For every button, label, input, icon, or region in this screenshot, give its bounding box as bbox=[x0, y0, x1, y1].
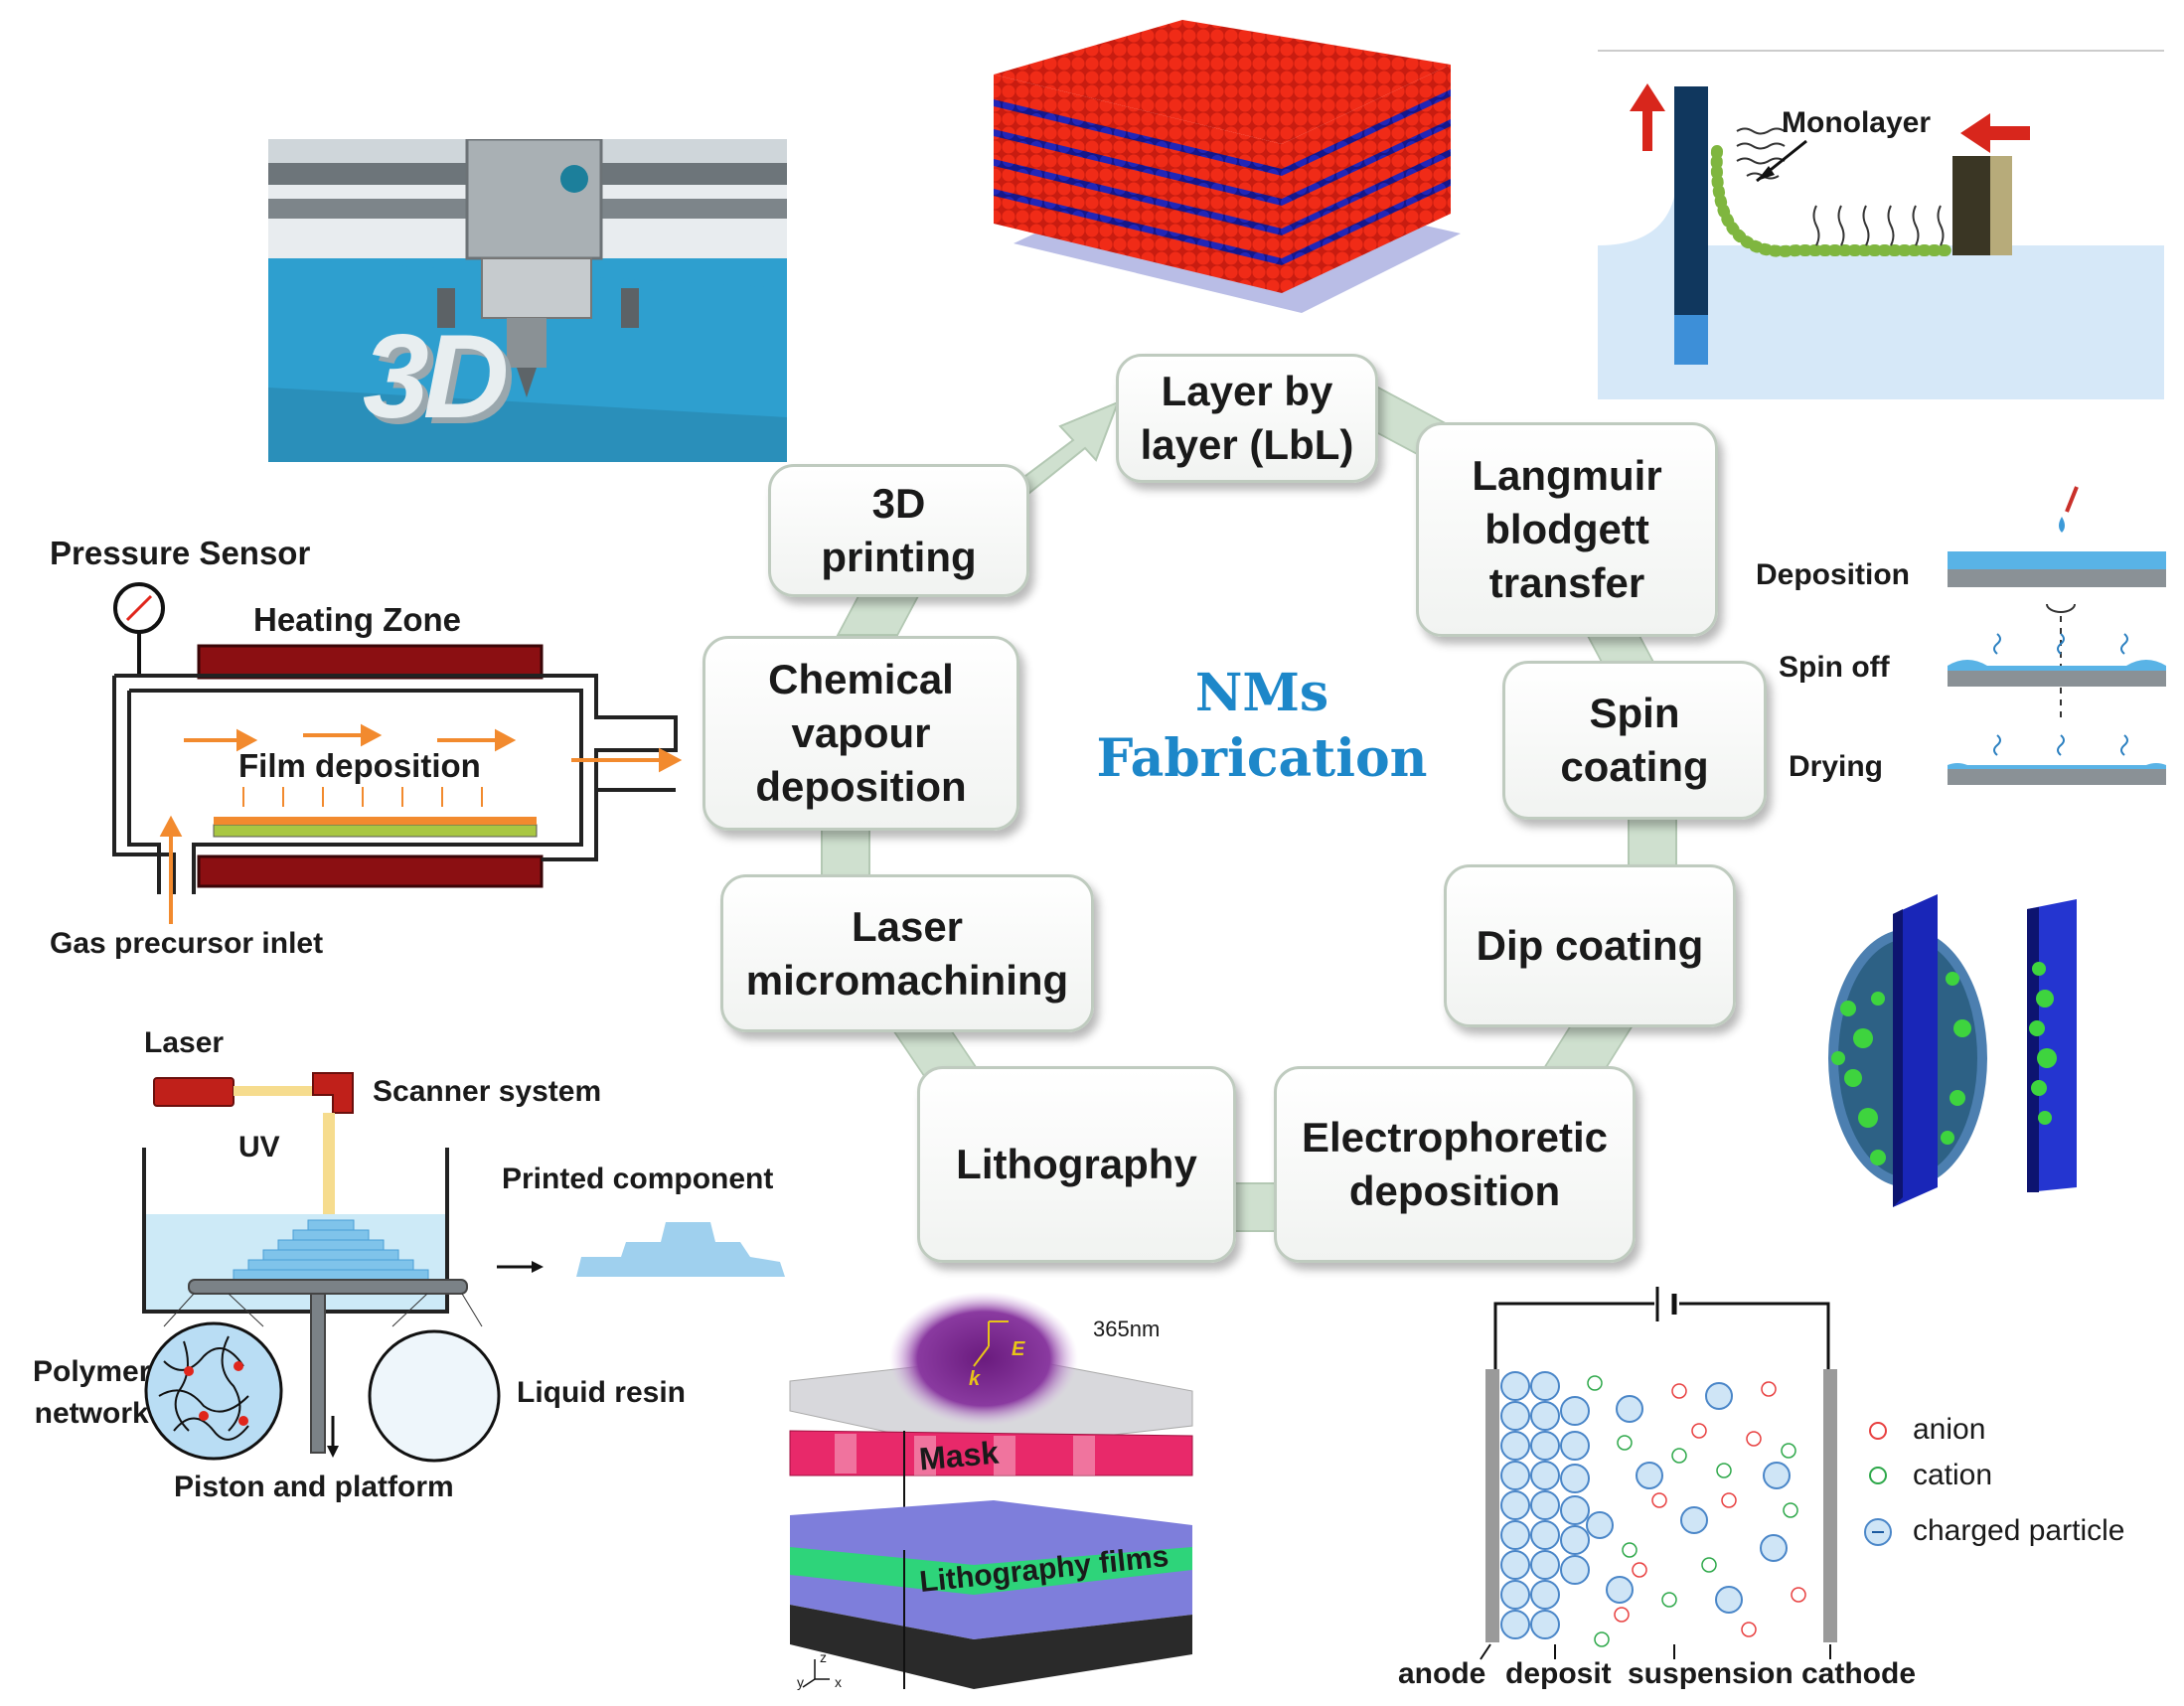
lithography-panel: 365nm E k Mask Lithography films y z x bbox=[775, 1287, 1212, 1694]
legend-anion: anion bbox=[1913, 1413, 1986, 1446]
label-anode: anode bbox=[1398, 1657, 1486, 1690]
dip-coating-illustration bbox=[1828, 894, 2077, 1207]
axis-z-label: z bbox=[820, 1649, 827, 1665]
node-layer-by-layer[interactable]: Layer by layer (LbL) bbox=[1116, 354, 1378, 483]
center-title-line2: Fabrication bbox=[1096, 728, 1428, 789]
label-cathode: cathode bbox=[1801, 1657, 1917, 1690]
node-electrophoretic-deposition[interactable]: Electrophoretic deposition bbox=[1274, 1066, 1636, 1263]
k-vector-label: k bbox=[969, 1368, 981, 1390]
epd-cell bbox=[1480, 1287, 1892, 1660]
connector-dip-spin bbox=[1628, 815, 1677, 868]
center-title-line1: NMs bbox=[1194, 663, 1329, 723]
axis-y-label: y bbox=[797, 1674, 804, 1690]
mask-label: Mask bbox=[917, 1434, 1001, 1477]
lithography-stack bbox=[789, 1292, 1193, 1689]
cvd-reactor bbox=[112, 582, 683, 924]
laser-label: Laser bbox=[144, 1026, 225, 1059]
cvd-panel: Pressure Sensor Heating Zone Film deposi… bbox=[40, 527, 715, 964]
axis-x-label: x bbox=[835, 1674, 842, 1690]
node-spin-coating[interactable]: Spin coating bbox=[1502, 661, 1767, 820]
node-dip-coating[interactable]: Dip coating bbox=[1444, 864, 1736, 1027]
node-3d-printing[interactable]: 3D printing bbox=[768, 464, 1029, 597]
liquid-resin-label: Liquid resin bbox=[517, 1376, 687, 1409]
gas-precursor-label: Gas precursor inlet bbox=[50, 927, 324, 960]
scanner-icon bbox=[312, 1072, 354, 1114]
electrophoretic-panel: anion cation charged particle anode depo… bbox=[1391, 1262, 2176, 1699]
spin-step-deposition: Deposition bbox=[1756, 558, 1910, 591]
monolayer-label: Monolayer bbox=[1782, 106, 1932, 139]
printed-component-label: Printed component bbox=[502, 1163, 774, 1195]
node-lithography[interactable]: Lithography bbox=[917, 1066, 1236, 1263]
printer-3d-scene bbox=[268, 139, 787, 462]
e-field-label: E bbox=[1012, 1338, 1025, 1360]
spin-steps bbox=[1948, 486, 2166, 785]
pressure-sensor-label: Pressure Sensor bbox=[50, 535, 311, 571]
laser-icon bbox=[153, 1077, 234, 1107]
center-title: NMs Fabrication bbox=[1053, 661, 1471, 792]
layer-by-layer-stack bbox=[994, 20, 1461, 313]
heating-zone-label: Heating Zone bbox=[253, 601, 462, 638]
wavelength-label: 365nm bbox=[1093, 1317, 1161, 1341]
node-chemical-vapour-deposition[interactable]: Chemical vapour deposition bbox=[702, 636, 1019, 831]
langmuir-trough bbox=[1598, 83, 2164, 399]
stereolithography-panel: Laser Scanner system UV Printed componen… bbox=[25, 1023, 810, 1520]
node-laser-micromachining[interactable]: Laser micromachining bbox=[720, 874, 1094, 1032]
label-deposit: deposit bbox=[1505, 1657, 1612, 1690]
legend-charged-particle: charged particle bbox=[1913, 1514, 2125, 1547]
scanner-system-label: Scanner system bbox=[373, 1075, 602, 1108]
piston-platform-label: Piston and platform bbox=[174, 1471, 454, 1503]
polymer-network-label: Polymer network bbox=[33, 1355, 151, 1430]
uv-label: UV bbox=[238, 1131, 280, 1163]
spin-step-spin-off: Spin off bbox=[1779, 651, 1890, 684]
printed-3d-text: 3D bbox=[363, 310, 509, 443]
film-deposition-label: Film deposition bbox=[238, 747, 481, 784]
label-suspension: suspension bbox=[1628, 1657, 1794, 1690]
node-langmuir-blodgett[interactable]: Langmuir blodgett transfer bbox=[1416, 422, 1718, 637]
printer-3d-illustration: 3D bbox=[268, 139, 787, 462]
langmuir-blodgett-panel: Monolayer bbox=[1598, 50, 2164, 399]
legend-cation: cation bbox=[1913, 1459, 1993, 1491]
spin-step-drying: Drying bbox=[1789, 750, 1884, 783]
spin-coating-panel: Deposition Spin off Drying bbox=[1744, 467, 2171, 815]
sla-setup bbox=[142, 1072, 785, 1463]
